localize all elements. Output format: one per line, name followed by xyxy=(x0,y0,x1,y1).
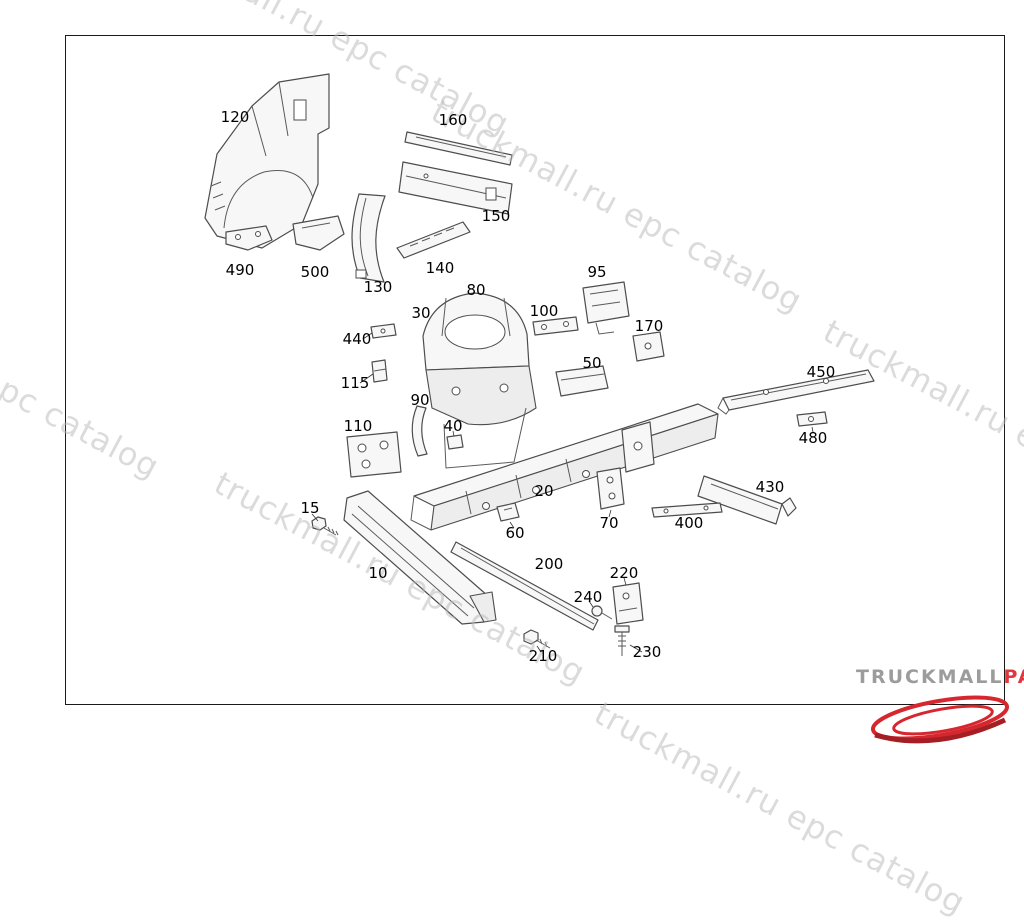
part-drawing-70 xyxy=(596,467,625,510)
part-drawing-170 xyxy=(632,331,665,362)
part-drawing-100 xyxy=(532,316,579,336)
part-drawing-240 xyxy=(591,605,613,620)
part-drawing-400 xyxy=(651,502,723,518)
part-drawing-140 xyxy=(396,221,471,259)
part-drawing-480 xyxy=(796,411,828,427)
logo-text-parts: PARTS xyxy=(1003,666,1024,688)
part-drawing-500 xyxy=(292,215,345,251)
part-drawing-210 xyxy=(523,629,551,649)
logo-text-truckmall: TRUCKMALL xyxy=(856,666,1004,688)
part-drawing-230 xyxy=(614,625,630,656)
parts-diagram xyxy=(204,73,875,656)
leader-lines xyxy=(311,332,814,653)
part-drawing-115 xyxy=(371,359,388,383)
diagram-frame xyxy=(65,35,1005,705)
part-drawing-450 xyxy=(717,369,875,415)
part-drawing-200 xyxy=(450,541,599,631)
part-drawing-130 xyxy=(351,193,386,283)
part-drawing-430 xyxy=(697,475,797,525)
part-drawing-440 xyxy=(370,323,397,339)
part-drawing-110 xyxy=(346,431,402,478)
part-drawing-220 xyxy=(612,582,644,625)
logo-swirl-icon xyxy=(870,695,1010,744)
part-drawing-30 xyxy=(425,365,537,469)
part-drawing-60 xyxy=(496,502,520,522)
part-drawing-20 xyxy=(410,403,719,531)
part-drawing-40 xyxy=(446,434,464,450)
part-drawing-490 xyxy=(225,225,273,251)
part-drawing-80 xyxy=(422,292,530,371)
part-drawing-160 xyxy=(404,131,513,166)
part-drawing-10 xyxy=(343,490,497,625)
part-drawing-50 xyxy=(555,365,609,397)
logo-text: TRUCKMALLPARTS xyxy=(856,666,1024,688)
part-drawing-150 xyxy=(398,161,513,215)
part-drawing-90 xyxy=(411,405,428,457)
part-drawing-95 xyxy=(582,281,630,335)
part-drawing-15 xyxy=(311,516,339,536)
